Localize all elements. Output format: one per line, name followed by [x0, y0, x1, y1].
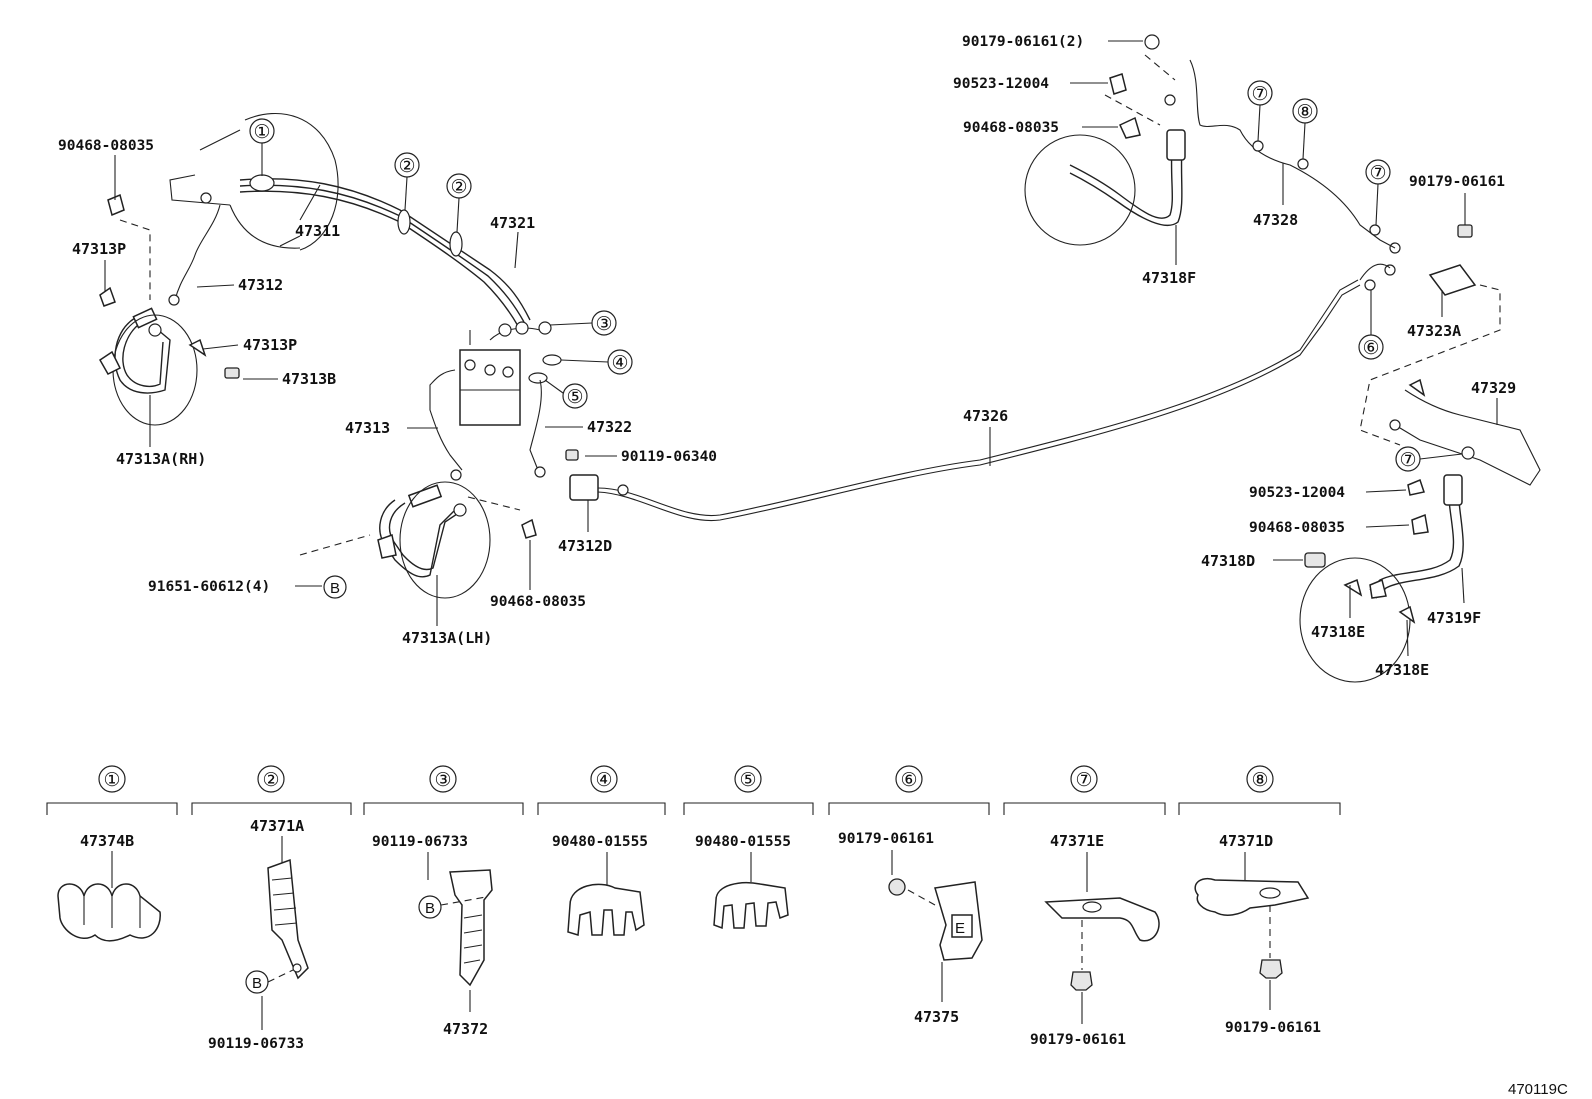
- legend-6: ⑥ 90179-06161 E 47375: [828, 765, 990, 1026]
- svg-text:47313: 47313: [345, 419, 390, 437]
- callout-markers: ① ② ② ③ ④ ⑤ ⑥ ⑦ ⑧ ⑦ ⑦ B: [249, 80, 1463, 599]
- svg-text:47372: 47372: [443, 1020, 488, 1038]
- svg-text:47375: 47375: [914, 1008, 959, 1026]
- svg-text:90523-12004: 90523-12004: [953, 76, 1049, 92]
- svg-text:⑦: ⑦: [1075, 769, 1092, 791]
- rear-junction-47323A: [1359, 224, 1541, 486]
- svg-text:47322: 47322: [587, 418, 632, 436]
- svg-text:⑧: ⑧: [1251, 769, 1268, 791]
- svg-text:90179-06161(2): 90179-06161(2): [962, 34, 1084, 50]
- svg-text:②: ②: [262, 769, 279, 791]
- svg-text:90179-06161: 90179-06161: [838, 831, 934, 847]
- svg-text:90468-08035: 90468-08035: [1249, 520, 1345, 536]
- svg-text:B: B: [425, 900, 435, 917]
- svg-text:90480-01555: 90480-01555: [552, 834, 648, 850]
- svg-text:⑤: ⑤: [739, 769, 756, 791]
- svg-text:47311: 47311: [295, 222, 340, 240]
- svg-text:⑦: ⑦: [1369, 162, 1386, 184]
- svg-text:90119-06733: 90119-06733: [372, 834, 468, 850]
- part-labels: 90468-08035 47313P 47312 47313P 47313B 4…: [58, 34, 1516, 679]
- svg-text:③: ③: [434, 769, 451, 791]
- svg-text:47329: 47329: [1471, 379, 1516, 397]
- svg-text:47313A(LH): 47313A(LH): [402, 629, 492, 647]
- svg-text:90119-06733: 90119-06733: [208, 1036, 304, 1052]
- svg-text:47318F: 47318F: [1142, 269, 1196, 287]
- legend-1: ① 47374B: [46, 765, 178, 942]
- svg-text:47328: 47328: [1253, 211, 1298, 229]
- svg-text:②: ②: [398, 155, 415, 177]
- svg-text:47313P: 47313P: [72, 240, 126, 258]
- svg-text:91651-60612(4): 91651-60612(4): [148, 579, 270, 595]
- svg-text:47321: 47321: [490, 214, 535, 232]
- svg-text:47318E: 47318E: [1375, 661, 1429, 679]
- svg-text:⑥: ⑥: [900, 769, 917, 791]
- svg-text:④: ④: [611, 352, 628, 374]
- svg-text:47326: 47326: [963, 407, 1008, 425]
- svg-text:47371D: 47371D: [1219, 832, 1273, 850]
- svg-text:90523-12004: 90523-12004: [1249, 485, 1345, 501]
- lh-front-hose: [299, 481, 537, 599]
- svg-text:47318E: 47318E: [1311, 623, 1365, 641]
- svg-text:47312: 47312: [238, 276, 283, 294]
- svg-text:④: ④: [595, 769, 612, 791]
- svg-text:90119-06340: 90119-06340: [621, 449, 717, 465]
- svg-text:90179-06161: 90179-06161: [1225, 1020, 1321, 1036]
- svg-text:②: ②: [450, 176, 467, 198]
- rh-front-hose: [99, 193, 240, 426]
- svg-text:90179-06161: 90179-06161: [1030, 1032, 1126, 1048]
- svg-text:⑥: ⑥: [1362, 337, 1379, 359]
- svg-text:47313A(RH): 47313A(RH): [116, 450, 206, 468]
- svg-text:90468-08035: 90468-08035: [58, 138, 154, 154]
- svg-text:47318D: 47318D: [1201, 552, 1255, 570]
- svg-text:B: B: [330, 580, 340, 597]
- rear-pipe-47326: [565, 242, 1401, 522]
- rear-hose-47318F: [1024, 34, 1396, 291]
- svg-text:①: ①: [253, 121, 270, 143]
- svg-text:③: ③: [595, 313, 612, 335]
- rear-hose-47319F: [1299, 474, 1464, 683]
- svg-text:47323A: 47323A: [1407, 322, 1461, 340]
- svg-text:47371E: 47371E: [1050, 832, 1104, 850]
- svg-text:①: ①: [103, 769, 120, 791]
- master-cylinder-assembly: [168, 113, 562, 481]
- legend-7: ⑦ 47371E 90179-06161: [1003, 765, 1166, 1048]
- svg-text:90468-08035: 90468-08035: [490, 594, 586, 610]
- svg-text:47371A: 47371A: [250, 817, 304, 835]
- legend-4: ④ 90480-01555: [537, 765, 666, 936]
- svg-text:⑤: ⑤: [566, 386, 583, 408]
- legend-8: ⑧ 47371D 90179-06161: [1178, 765, 1341, 1036]
- legend-5: ⑤ 90480-01555: [683, 765, 814, 930]
- svg-text:B: B: [252, 975, 262, 992]
- svg-text:90468-08035: 90468-08035: [963, 120, 1059, 136]
- svg-text:47319F: 47319F: [1427, 609, 1481, 627]
- svg-text:47312D: 47312D: [558, 537, 612, 555]
- legend-3: ③ 90119-06733 B 47372: [363, 765, 524, 1038]
- legend-2: ② 47371A B 90119-06733: [191, 765, 352, 1052]
- svg-text:E: E: [955, 920, 965, 937]
- svg-text:90480-01555: 90480-01555: [695, 834, 791, 850]
- svg-text:47313P: 47313P: [243, 336, 297, 354]
- svg-text:⑧: ⑧: [1296, 101, 1313, 123]
- svg-text:47313B: 47313B: [282, 370, 336, 388]
- svg-text:⑦: ⑦: [1251, 83, 1268, 105]
- svg-text:47374B: 47374B: [80, 832, 134, 850]
- svg-text:⑦: ⑦: [1399, 449, 1416, 471]
- diagram-code: 470119C: [1508, 1081, 1568, 1098]
- svg-text:90179-06161: 90179-06161: [1409, 174, 1505, 190]
